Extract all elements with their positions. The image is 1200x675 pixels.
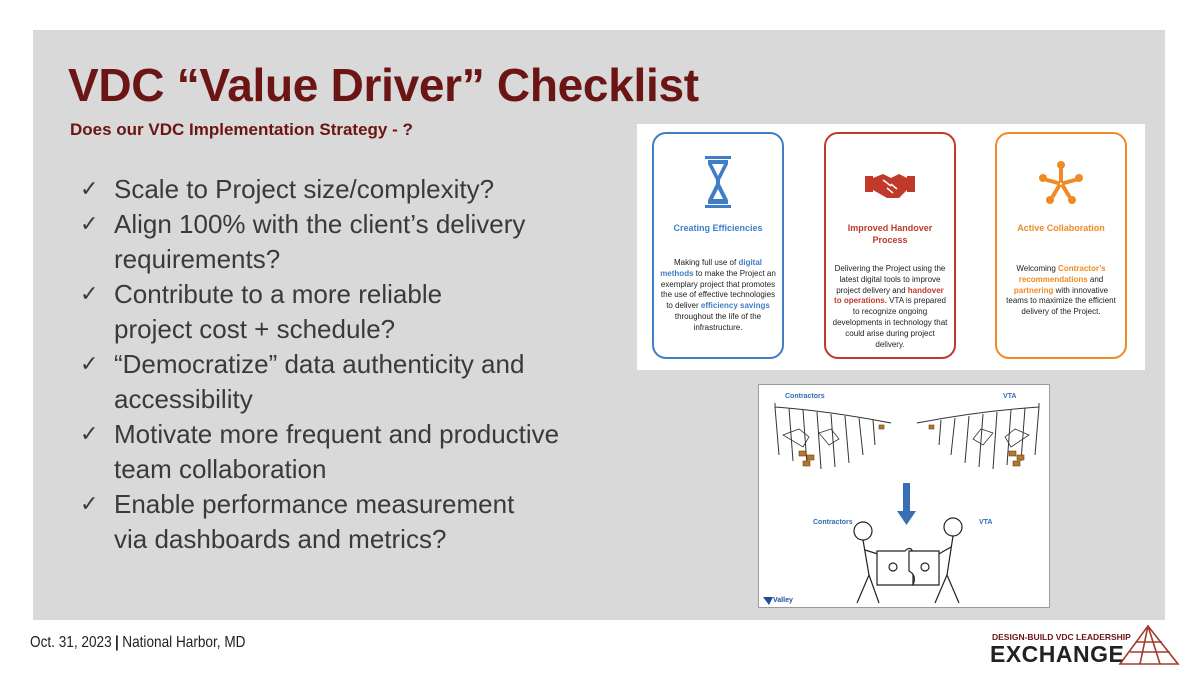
value-cards-panel: Creating Efficiencies Making full use of… — [637, 124, 1145, 370]
checklist-item-text: “Democratize” data authenticity and acces… — [114, 347, 524, 417]
card-body-highlight: handover to operations. — [834, 285, 944, 306]
team-circle-icon — [997, 156, 1125, 212]
card-body-text: Delivering the Project using the latest … — [834, 264, 946, 295]
checkmark-icon: ✓ — [80, 492, 99, 517]
checkmark-icon: ✓ — [80, 212, 99, 237]
checkmark-icon: ✓ — [80, 282, 99, 307]
value-driver-checklist: ✓ Scale to Project size/complexity? ✓ Align… — [80, 172, 640, 557]
card-body: Delivering the Project using the latest … — [832, 264, 948, 350]
card-body-text: with innovative teams to maximize the ef… — [1006, 285, 1116, 317]
checklist-item-line: Motivate more frequent and productive — [114, 419, 560, 449]
checklist-item-line: requirements? — [114, 244, 281, 274]
checklist-item-line: “Democratize” data authenticity and — [114, 349, 525, 379]
pyramid-logo-icon — [1118, 624, 1180, 665]
hourglass-icon — [654, 156, 782, 212]
logo-name: EXCHANGE — [990, 641, 1125, 667]
down-arrow-icon — [897, 483, 916, 525]
slide-subtitle: Does our VDC Implementation Strategy - ? — [70, 120, 413, 139]
illustration-label-bottom-left: Contractors — [813, 519, 853, 526]
checklist-item-line: accessibility — [114, 384, 253, 414]
card-body-highlight: Contractor’s recommendations — [1018, 264, 1106, 284]
footer-separator: | — [115, 634, 119, 651]
checklist-item-text: Motivate more frequent and productive tea… — [114, 417, 559, 487]
checklist-item-text: Contribute to a more reliable project cos… — [114, 277, 442, 347]
checklist-item: ✓ Enable performance measurement via dashb… — [80, 487, 640, 557]
slide-title: VDC “Value Driver” Checklist — [68, 59, 699, 111]
checklist-item-text: Enable performance measurement via dashbo… — [114, 487, 514, 557]
sketch-drawing — [763, 403, 1040, 605]
card-body-highlight: partnering — [1013, 285, 1054, 295]
footer-date: Oct. 31, 2023 — [30, 634, 112, 651]
card-body: Welcoming Contractor’s recommendations a… — [1003, 264, 1119, 318]
checklist-item: ✓ Contribute to a more reliable project co… — [80, 277, 640, 347]
checklist-item-line: project cost + schedule? — [114, 314, 396, 344]
card-body-text: Welcoming — [1016, 264, 1059, 273]
illustration-label-top-right: VTA — [1003, 393, 1017, 400]
card-title: Improved Handover Process — [847, 223, 933, 245]
checklist-item: ✓ “Democratize” data authenticity and acce… — [80, 347, 640, 417]
card-improved-handover: Improved Handover Process Delivering the… — [824, 132, 956, 359]
card-body-text: and — [1087, 274, 1104, 284]
checklist-item-line: team collaboration — [114, 454, 327, 484]
checklist-item-line: Enable performance measurement — [114, 489, 515, 519]
checklist-item: ✓ Align 100% with the client’s delivery re… — [80, 207, 640, 277]
card-creating-efficiencies: Creating Efficiencies Making full use of… — [652, 132, 784, 359]
checklist-item-line: via dashboards and metrics? — [114, 524, 447, 554]
right-bridge-sketch — [916, 403, 1040, 470]
checklist-item-line: Contribute to a more reliable — [114, 279, 443, 309]
collaboration-illustration: Contractors VTA Contractors VTA Valley — [758, 384, 1050, 608]
illustration-label-bottom-right: VTA — [979, 519, 993, 526]
checklist-item: ✓ Motivate more frequent and productive te… — [80, 417, 640, 487]
left-bridge-sketch — [774, 403, 892, 470]
card-body-text: throughout the life of the infrastructur… — [674, 311, 762, 332]
checkmark-icon: ✓ — [80, 422, 99, 447]
checkmark-icon: ✓ — [80, 177, 99, 202]
handshake-icon — [826, 156, 954, 212]
card-body-text: Making full use of — [673, 258, 739, 267]
card-title: Active Collaboration — [1017, 223, 1105, 233]
footer-location: National Harbor, MD — [122, 634, 246, 651]
checklist-item-line: Align 100% with the client’s delivery — [114, 209, 526, 239]
checklist-item-text: Align 100% with the client’s delivery req… — [114, 207, 525, 277]
card-body-text: VTA is prepared to recognize ongoing dev… — [832, 296, 948, 349]
card-body-highlight: digital methods — [660, 258, 763, 278]
checklist-item-text: Scale to Project size/complexity? — [114, 172, 494, 207]
card-active-collaboration: Active Collaboration Welcoming Contracto… — [995, 132, 1127, 359]
card-title: Creating Efficiencies — [673, 223, 763, 233]
checklist-item: ✓ Scale to Project size/complexity? — [80, 172, 640, 207]
checklist-item-line: Scale to Project size/complexity? — [114, 174, 495, 204]
checkmark-icon: ✓ — [80, 352, 99, 377]
card-body: Making full use of digital methods to ma… — [660, 258, 776, 334]
footer-event-info: Oct. 31, 2023|National Harbor, MD — [30, 634, 245, 652]
logo-tagline: DESIGN-BUILD VDC LEADERSHIP — [992, 632, 1131, 642]
card-body-text: to make the Project an exemplary project… — [660, 268, 776, 311]
illustration-corner-label: Valley — [773, 597, 793, 604]
card-body-highlight: efficiency savings — [700, 301, 770, 311]
illustration-label-top-left: Contractors — [785, 393, 825, 400]
